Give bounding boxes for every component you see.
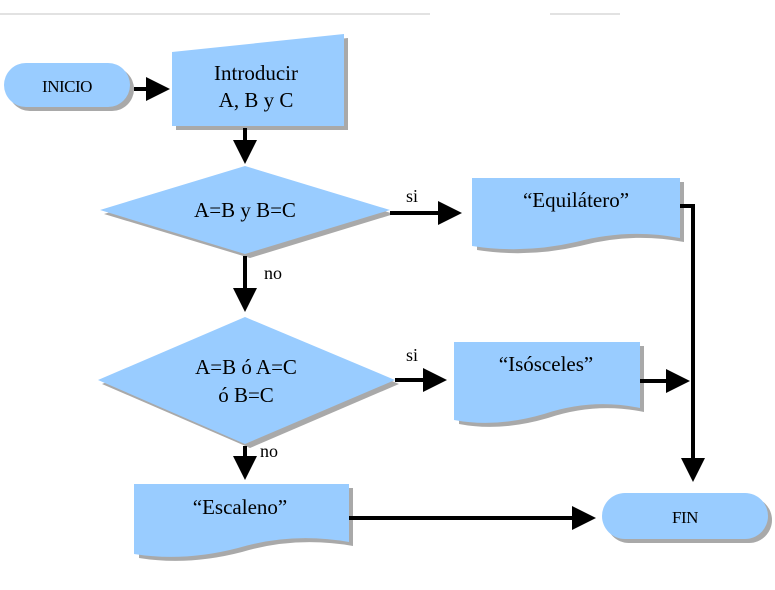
decision1-no-label: no bbox=[264, 263, 282, 283]
end-label: FIN bbox=[672, 508, 698, 527]
input-box: Introducir A, B y C bbox=[172, 34, 348, 130]
output-escaleno-label: “Escaleno” bbox=[193, 495, 287, 519]
decision2-yes-label: si bbox=[406, 345, 418, 365]
output-equilatero: “Equilátero” bbox=[472, 178, 684, 254]
decision1-diamond: A=B y B=C bbox=[100, 166, 394, 258]
decision2-diamond: A=B ó A=C ó B=C bbox=[98, 317, 399, 448]
start-terminal: INICIO bbox=[4, 63, 134, 111]
decision2-label-line2: ó B=C bbox=[218, 383, 274, 407]
output-isosceles: “Isósceles” bbox=[454, 342, 644, 427]
end-terminal: FIN bbox=[602, 493, 772, 543]
arrow-equilatero-to-end bbox=[680, 204, 705, 482]
start-label: INICIO bbox=[42, 77, 92, 96]
output-equilatero-label: “Equilátero” bbox=[523, 188, 629, 212]
decision2-label-line1: A=B ó A=C bbox=[195, 355, 297, 379]
output-isosceles-label: “Isósceles” bbox=[499, 352, 593, 376]
input-label-line1: Introducir bbox=[214, 61, 298, 85]
decision2-no-label: no bbox=[260, 441, 278, 461]
decision1-yes-label: si bbox=[406, 186, 418, 206]
output-escaleno: “Escaleno” bbox=[134, 484, 353, 561]
decision1-label: A=B y B=C bbox=[194, 198, 296, 222]
input-label-line2: A, B y C bbox=[219, 88, 294, 112]
